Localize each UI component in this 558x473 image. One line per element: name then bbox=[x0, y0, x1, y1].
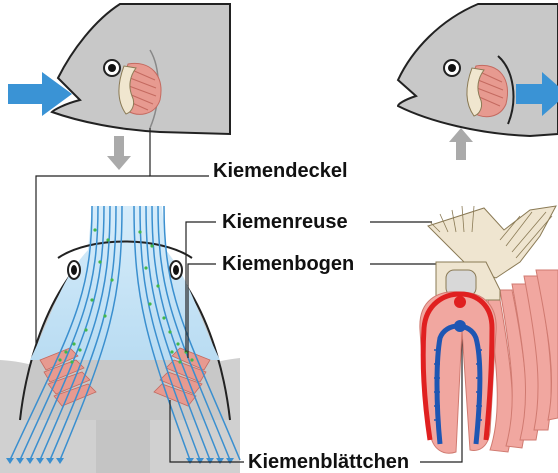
label-kiemendeckel: Kiemendeckel bbox=[209, 160, 352, 182]
fish-eye bbox=[170, 261, 182, 279]
water-outflow-arrow bbox=[107, 136, 131, 170]
label-kiemenreuse: Kiemenreuse bbox=[218, 211, 352, 233]
artery-blue bbox=[454, 320, 466, 332]
fish-eye bbox=[68, 261, 80, 279]
label-kiemenblaettchen: Kiemenblättchen bbox=[244, 451, 413, 473]
fish-eye bbox=[444, 60, 460, 76]
artery-red bbox=[454, 296, 466, 308]
gill-arch-detail bbox=[420, 206, 558, 453]
fish-head-exhale bbox=[398, 4, 558, 160]
operculum-arrow bbox=[449, 128, 473, 160]
fish-head-inhale bbox=[8, 4, 230, 170]
fish-eye bbox=[104, 60, 120, 76]
label-kiemenbogen: Kiemenbogen bbox=[218, 253, 358, 275]
